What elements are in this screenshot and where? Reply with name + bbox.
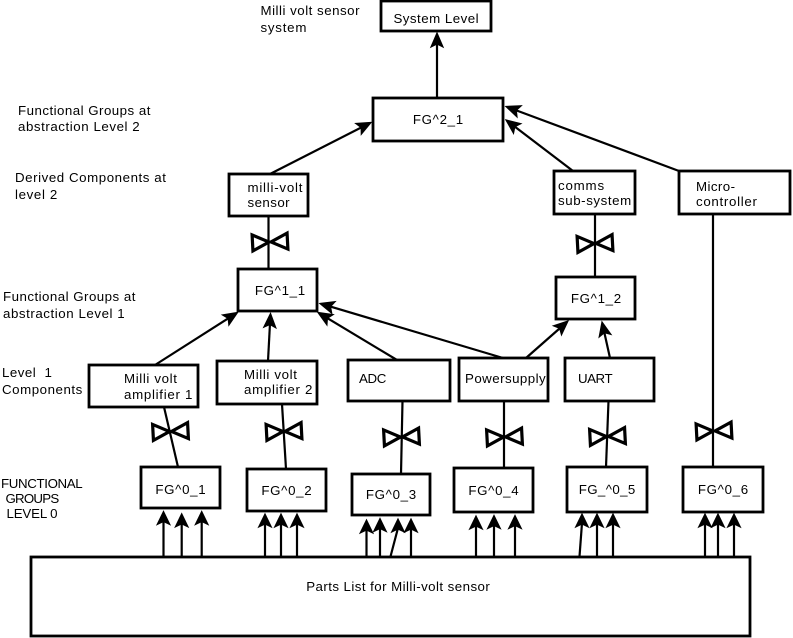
svg-text:amplifier 2: amplifier 2: [244, 382, 312, 397]
svg-text:Derived Components at: Derived Components at: [15, 170, 166, 185]
svg-text:Level 1: Level 1: [2, 365, 52, 380]
svg-text:Powersupply: Powersupply: [465, 371, 546, 386]
svg-text:milli-volt: milli-volt: [248, 180, 303, 195]
svg-text:comms: comms: [558, 178, 604, 193]
svg-text:FG^0_6: FG^0_6: [698, 482, 748, 497]
svg-text:abstraction Level 1: abstraction Level 1: [3, 306, 125, 321]
svg-text:system: system: [261, 20, 307, 35]
svg-text:FG^2_1: FG^2_1: [413, 112, 463, 127]
svg-text:abstraction Level 2: abstraction Level 2: [18, 119, 140, 134]
svg-text:amplifier 1: amplifier 1: [124, 387, 192, 402]
svg-text:LEVEL 0: LEVEL 0: [7, 506, 58, 521]
svg-text:FG^1_1: FG^1_1: [255, 283, 305, 298]
svg-text:FG^0_2: FG^0_2: [261, 483, 311, 498]
svg-text:GROUPS: GROUPS: [6, 491, 60, 506]
svg-text:FG^0_3: FG^0_3: [366, 487, 416, 502]
svg-text:controller: controller: [696, 194, 757, 209]
svg-text:Components: Components: [2, 382, 83, 397]
svg-text:FG_^0_5: FG_^0_5: [579, 482, 636, 497]
svg-text:Micro-: Micro-: [696, 179, 735, 194]
svg-text:Parts List for Milli-volt sens: Parts List for Milli-volt sensor: [306, 579, 490, 594]
svg-text:Functional Groups at: Functional Groups at: [18, 103, 151, 118]
svg-text:Milli volt: Milli volt: [244, 367, 297, 382]
svg-text:Functional Groups at: Functional Groups at: [3, 289, 136, 304]
svg-text:Milli volt sensor: Milli volt sensor: [261, 3, 361, 18]
svg-text:FG^0_1: FG^0_1: [155, 482, 205, 497]
svg-text:FG^1_2: FG^1_2: [571, 291, 621, 306]
svg-text:Milli volt: Milli volt: [124, 371, 177, 386]
svg-text:level 2: level 2: [15, 187, 57, 202]
svg-text:sub-system: sub-system: [558, 193, 631, 208]
svg-text:ADC: ADC: [359, 371, 387, 386]
svg-text:UART: UART: [578, 371, 613, 386]
svg-text:FUNCTIONAL: FUNCTIONAL: [1, 476, 83, 491]
svg-text:sensor: sensor: [248, 195, 291, 210]
svg-text:System Level: System Level: [393, 11, 478, 26]
svg-text:FG^0_4: FG^0_4: [468, 483, 518, 498]
